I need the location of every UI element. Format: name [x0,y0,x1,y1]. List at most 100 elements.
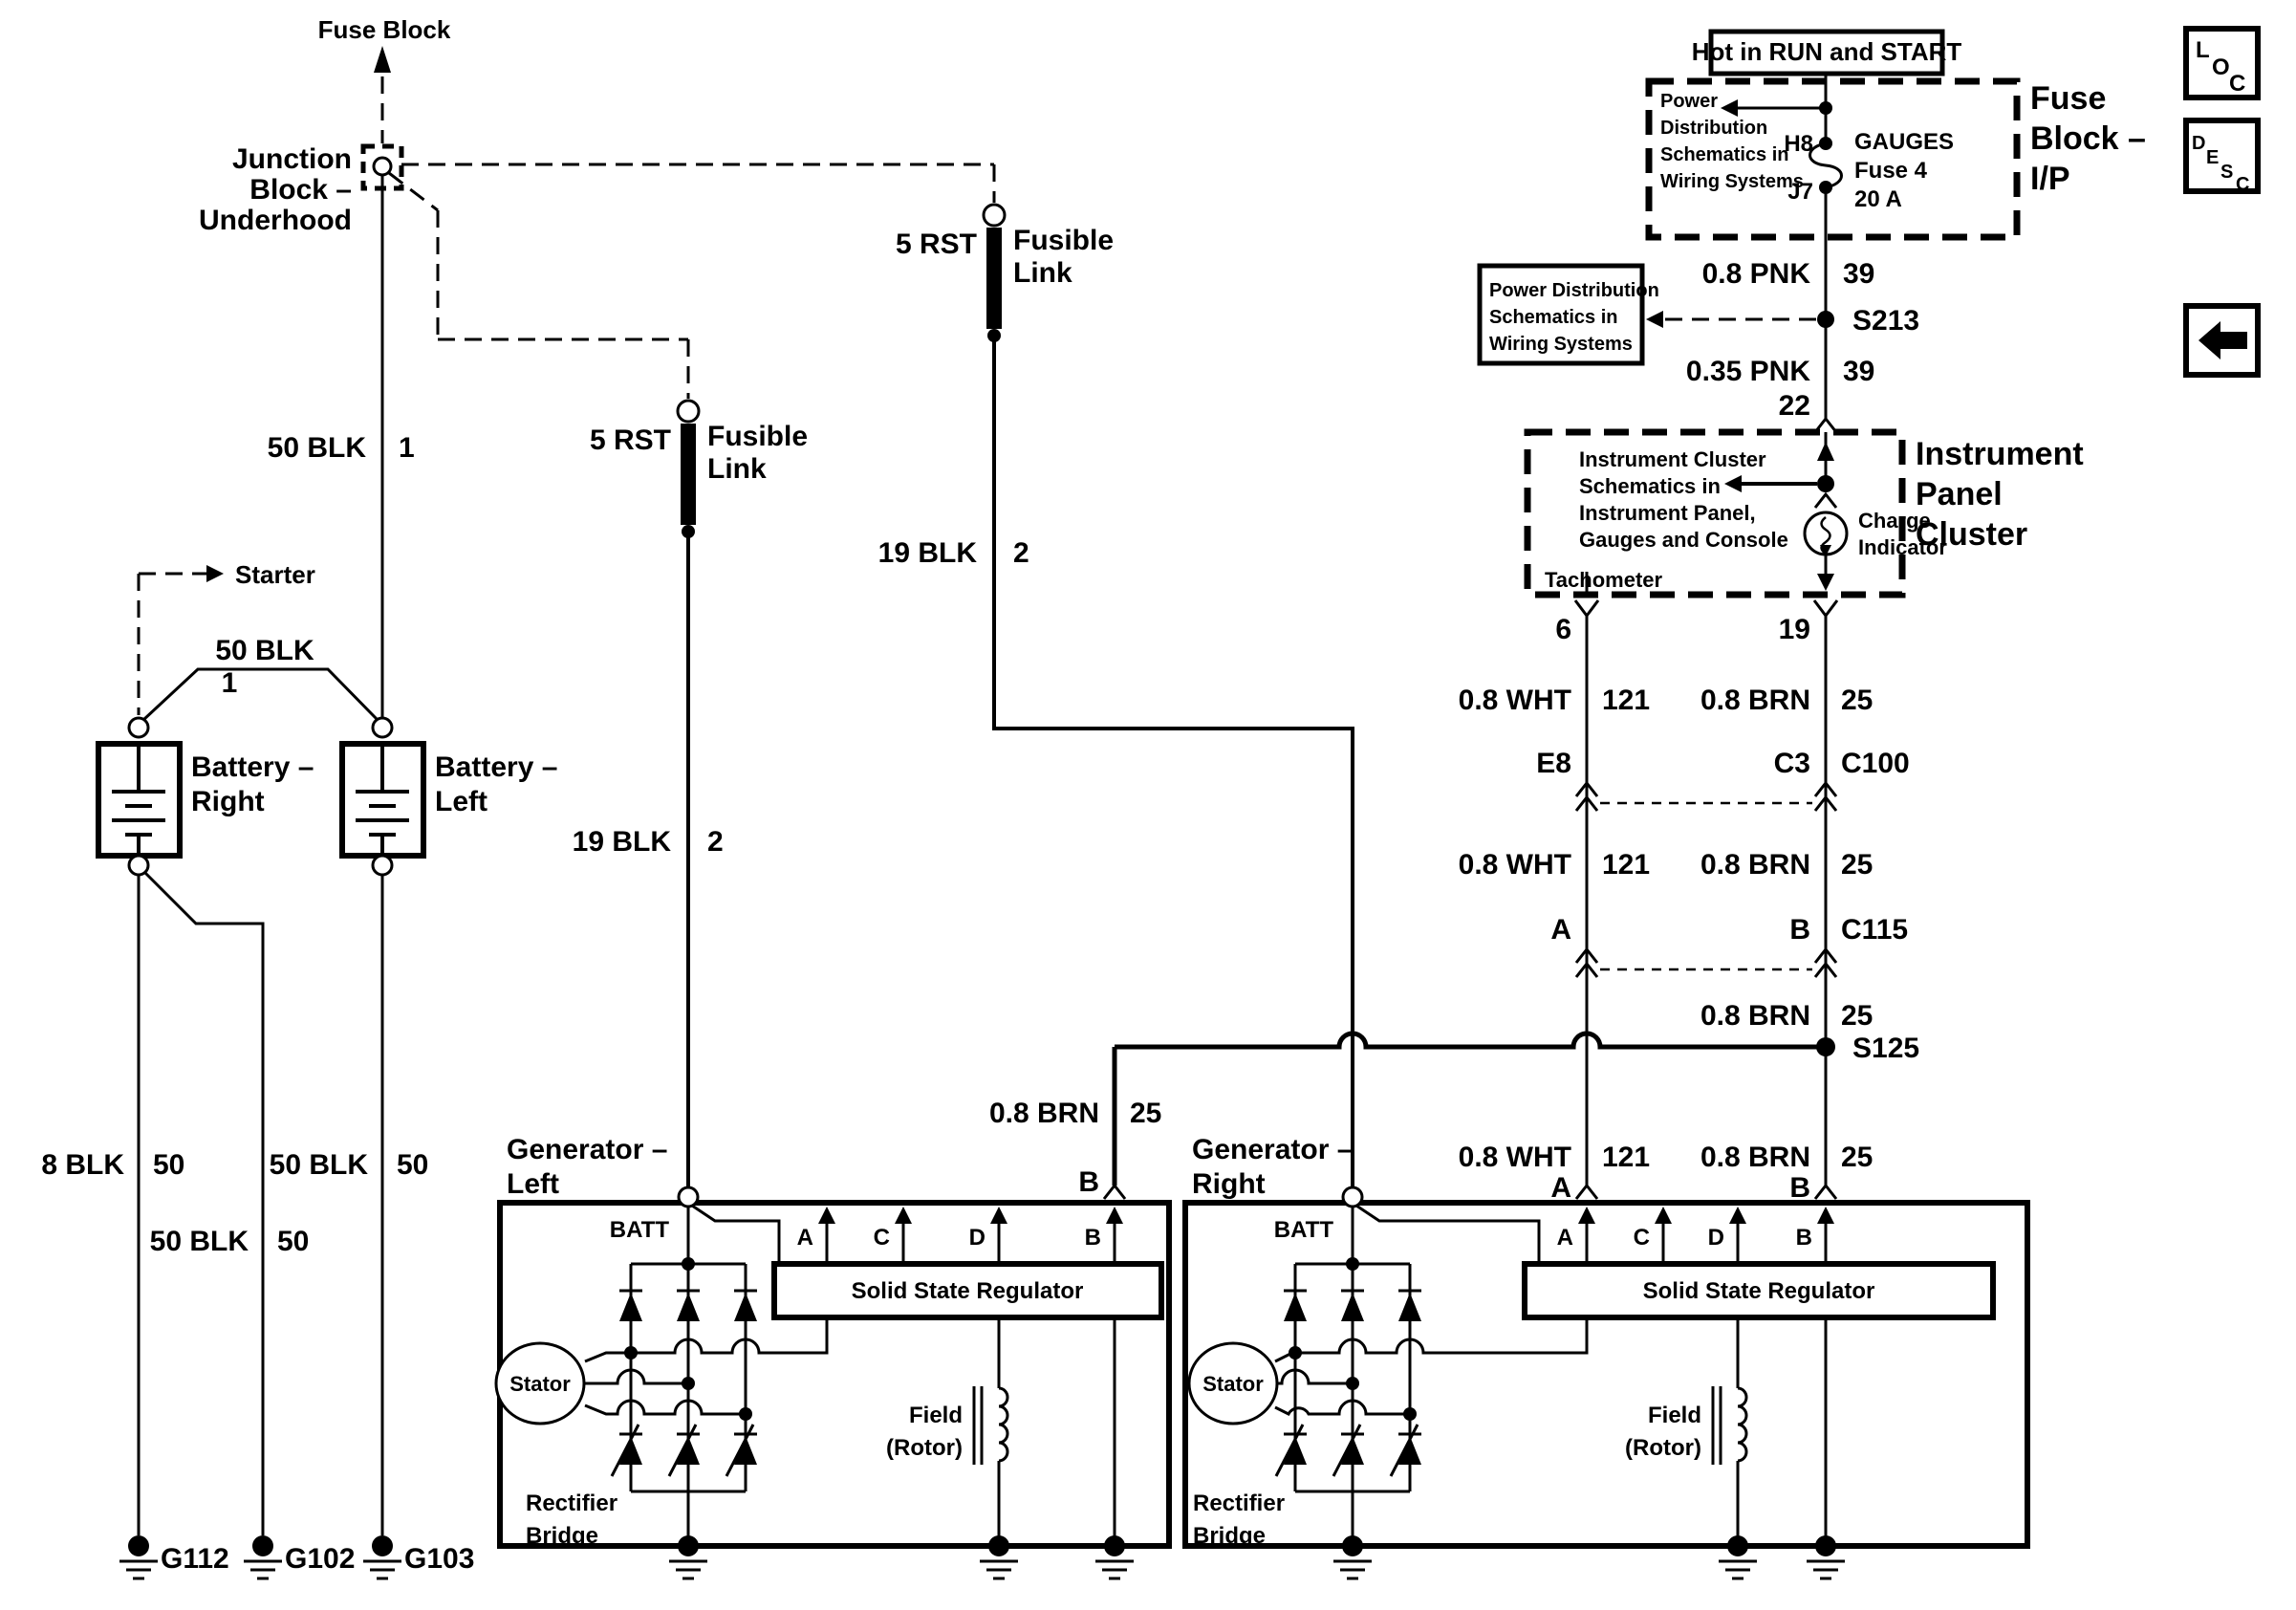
gen-left-title-1: Generator – [507,1134,667,1165]
cluster-name-2: Panel [1916,476,2003,512]
ground-symbol [1717,1534,1759,1580]
generator-left-section: Generator – Left BATT Solid State Regula… [494,1134,1172,1580]
generator-right-section: Generator – Right BATT Solid State Regul… [1182,1134,2030,1580]
s213-section: 0.8 PNK 39 S213 Power Distribution Schem… [1477,187,1919,434]
fusible-right-name-2: Link [1013,257,1072,289]
fuse-element-icon [1809,141,1843,189]
gen-right-batt-terminal [1341,1186,1364,1208]
wire-label-8blk: 8 BLK [41,1149,124,1181]
fuse-block-ip-section: Hot in RUN and START Power Distribution … [1645,29,2146,241]
pd-box-line-3: Wiring Systems [1489,334,1633,355]
fuse-name-20a: 20 A [1854,186,1902,212]
fuse-pd-line-4: Wiring Systems [1660,171,1804,192]
diode-icon [1282,1289,1309,1323]
loc-letter-o: O [2212,54,2230,80]
gen-left-batt-label: BATT [610,1217,670,1243]
fuse-name-fuse4: Fuse 4 [1854,158,1928,184]
c121-r3: 121 [1602,1142,1650,1173]
ground-label-g103: G103 [404,1543,474,1575]
fusible-links-section: 5 RST Fusible Link 19 BLK 2 5 RST Fusibl… [573,164,1354,1192]
stator-icon [1187,1341,1279,1425]
zener-diode-icon [1332,1423,1366,1478]
wire-label-19blk-right: 19 BLK [878,537,978,569]
gen-left-title-2: Left [507,1168,559,1200]
diode-icon [1397,1289,1423,1323]
wire-s125-horizontal [1115,1031,1817,1050]
c121-r2: 121 [1602,849,1650,881]
gen-left-pin-d: D [969,1225,986,1251]
brn-label-genleft: 0.8 BRN [989,1098,1099,1129]
gen-right-field-label-1: Field [1648,1403,1701,1428]
charge-label-2: Indicator [1858,535,1947,559]
fuse-ip-name-3: I/P [2030,161,2070,197]
circuit-label-50a: 50 [153,1149,184,1181]
ground-symbol [1332,1534,1374,1580]
ground-symbol [1094,1534,1136,1580]
ground-symbol-g103 [361,1534,403,1580]
junction-block-section: Fuse Block Junction Block – Underhood 50… [199,15,994,717]
ground-label-g102: G102 [285,1543,355,1575]
gen-right-pin-a: A [1557,1225,1573,1251]
ground-symbol-g102 [242,1534,284,1580]
cluster-schem-1: Instrument Cluster [1579,447,1766,471]
arrow-left-icon [1646,311,1663,328]
splice-s125-label: S125 [1852,1033,1919,1064]
gen-left-regulator-box [771,1261,1164,1320]
fusible-left-size: 5 RST [590,424,671,456]
diode-icon [1339,1289,1366,1323]
gen-left-batt-link [691,1204,781,1264]
fusible-left-name-2: Link [707,453,767,485]
fuse-ip-name-2: Block – [2030,120,2146,157]
arrow-left-icon [1721,99,1738,117]
brn-label-r4: 0.8 BRN [1700,1142,1810,1173]
junction-label-2: Block – [249,174,352,206]
fusible-right-name-1: Fusible [1013,225,1114,256]
circuit-label-2-left: 2 [707,826,724,858]
junction-label-3: Underhood [199,205,352,236]
stator-phase-top [1274,1317,1589,1363]
circuit-label-39a: 39 [1843,258,1874,290]
conn-b: B [1789,914,1810,946]
diode-icon [732,1289,759,1323]
c121-r1: 121 [1602,685,1650,716]
wht-label-r3: 0.8 WHT [1459,1142,1571,1173]
conn-c100: C100 [1841,748,1910,779]
battery-cell-icon [354,742,411,858]
gen-right-pin-c: C [1634,1225,1650,1251]
splice-s213-dot [1817,311,1834,328]
fusible-right-size: 5 RST [896,228,977,260]
desc-letter-s: S [2220,162,2233,183]
arrow-up-icon [1817,1207,1834,1224]
diode-icon [675,1289,702,1323]
back-arrow-icon [2199,321,2247,359]
bridge-label-1: 1 [222,667,238,699]
charge-arrow-icon [1820,545,1831,556]
arrow-up-icon [1578,1207,1595,1224]
circuit-label-50c: 50 [277,1226,309,1257]
loc-box[interactable] [2183,26,2261,100]
gen-right-batt-link [1355,1204,1541,1264]
hot-in-run-label: Hot in RUN and START [1692,37,1962,66]
wht-label-r2: 0.8 WHT [1459,849,1571,881]
arrow-down-icon [1817,574,1834,591]
zener-diode-icon [1389,1423,1423,1478]
field-coil-icon [1737,1386,1748,1463]
back-arrow-box[interactable] [2183,303,2261,378]
arrow-up-icon [374,46,391,73]
bridge-label-50blk: 50 BLK [215,635,314,666]
junction-label-1: Junction [232,143,352,175]
gen-right-rect-label-2: Bridge [1193,1523,1266,1549]
circuit-label-50b: 50 [397,1149,428,1181]
desc-box[interactable] [2183,118,2261,194]
genright-a-pin: A [1550,1172,1571,1204]
connector-y-icon [1573,598,1600,618]
stator-phase-bottom [584,1399,746,1416]
fuse-pd-line-1: Power [1660,91,1718,112]
loc-letter-l: L [2196,37,2210,63]
wire-label-50blk-c: 50 BLK [150,1226,249,1257]
gen-left-pin-a: A [797,1225,813,1251]
gen-left-batt-terminal [677,1186,700,1208]
wire-19blk-right [992,341,1354,1192]
field-coil-icon [998,1386,1009,1463]
